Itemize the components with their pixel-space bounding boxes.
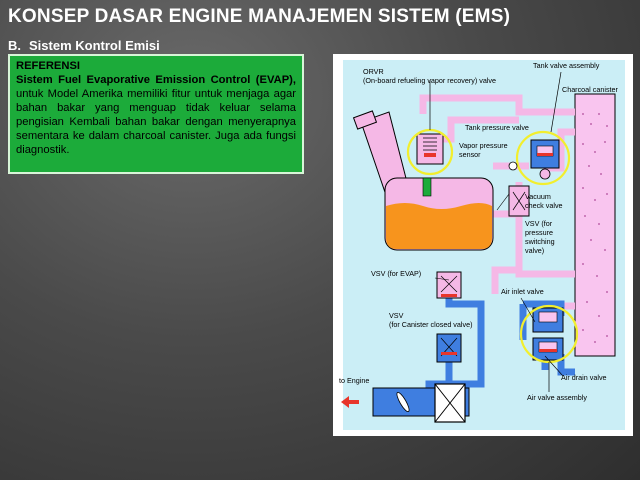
label-vsv-pressure-3: switching <box>525 237 555 246</box>
label-vsv-pressure-1: VSV (for <box>525 219 553 228</box>
label-charcoal-canister: Charcoal canister <box>562 85 619 94</box>
tank-valve-leader <box>550 71 562 133</box>
reference-heading: REFERENSI <box>16 60 81 72</box>
label-vsv-canister-2: (for Canister closed valve) <box>389 320 473 329</box>
label-orvr: ORVR <box>363 67 384 76</box>
section-title: Sistem Kontrol Emisi <box>29 38 160 53</box>
evap-diagram-svg: ORVR (On-board refueling vapor recovery)… <box>339 60 625 430</box>
label-vsv-canister-1: VSV <box>389 311 404 320</box>
label-leaders <box>434 193 564 377</box>
label-tank-valve-assembly: Tank valve assembly <box>533 61 600 70</box>
orvr-valve <box>416 133 444 165</box>
reference-box: REFERENSI Sistem Fuel Evaporative Emissi… <box>8 54 304 174</box>
charcoal-canister <box>574 93 616 357</box>
vsv-evap-seal <box>441 294 457 297</box>
orvr-seal <box>424 153 436 157</box>
label-vsv-pressure-4: valve) <box>525 246 544 255</box>
to-engine-arrow-head <box>341 396 349 408</box>
air-drain-valve-seal <box>539 349 557 352</box>
air-cleaner-cross <box>434 383 466 423</box>
label-vapor-pressure-1: Vapor pressure <box>459 141 508 150</box>
label-orvr-desc: (On-board refueling vapor recovery) valv… <box>363 76 496 85</box>
vacuum-check-valve <box>539 168 551 180</box>
label-air-inlet-valve: Air inlet valve <box>501 287 544 296</box>
air-inlet-valve-body <box>538 311 558 323</box>
label-air-valve-assembly: Air valve assembly <box>527 393 587 402</box>
fuel-level-valve <box>422 177 432 197</box>
canister-dots <box>582 113 608 343</box>
tank-valve-highlight <box>515 130 571 186</box>
vapor-pressure-sensor <box>508 161 518 171</box>
label-vapor-pressure-2: sensor <box>459 150 481 159</box>
vapor-lines-pink <box>419 94 575 310</box>
section-number: B. <box>8 38 21 53</box>
label-vacuum-1: Vacuum <box>525 192 551 201</box>
vsv-pressure-coil <box>512 191 526 211</box>
orvr-spring <box>423 137 437 151</box>
throttle-valve <box>396 391 410 413</box>
filler-cap <box>352 110 378 130</box>
vsv-evap-coil <box>440 275 458 293</box>
label-vacuum-2: check valve <box>525 201 563 210</box>
reference-bold-text: Sistem Fuel Evaporative Emission Control… <box>16 74 296 86</box>
evap-system-diagram: ORVR (On-board refueling vapor recovery)… <box>333 54 633 436</box>
tank-pressure-valve-seal <box>537 153 553 156</box>
reference-body-text: untuk Model Amerika memiliki fitur untuk… <box>16 88 296 156</box>
page-title: KONSEP DASAR ENGINE MANAJEMEN SISTEM (EM… <box>8 6 511 27</box>
label-air-drain-valve: Air drain valve <box>561 373 607 382</box>
label-vsv-evap: VSV (for EVAP) <box>371 269 421 278</box>
label-tank-pressure-valve: Tank pressure valve <box>465 123 529 132</box>
section-heading: B. Sistem Kontrol Emisi <box>8 38 160 53</box>
vsv-canister-closed <box>436 333 462 363</box>
vsv-canister-seal <box>441 352 457 355</box>
label-to-engine: to Engine <box>339 376 369 385</box>
label-vsv-pressure-2: pressure <box>525 228 553 237</box>
fuel-level <box>386 203 492 249</box>
